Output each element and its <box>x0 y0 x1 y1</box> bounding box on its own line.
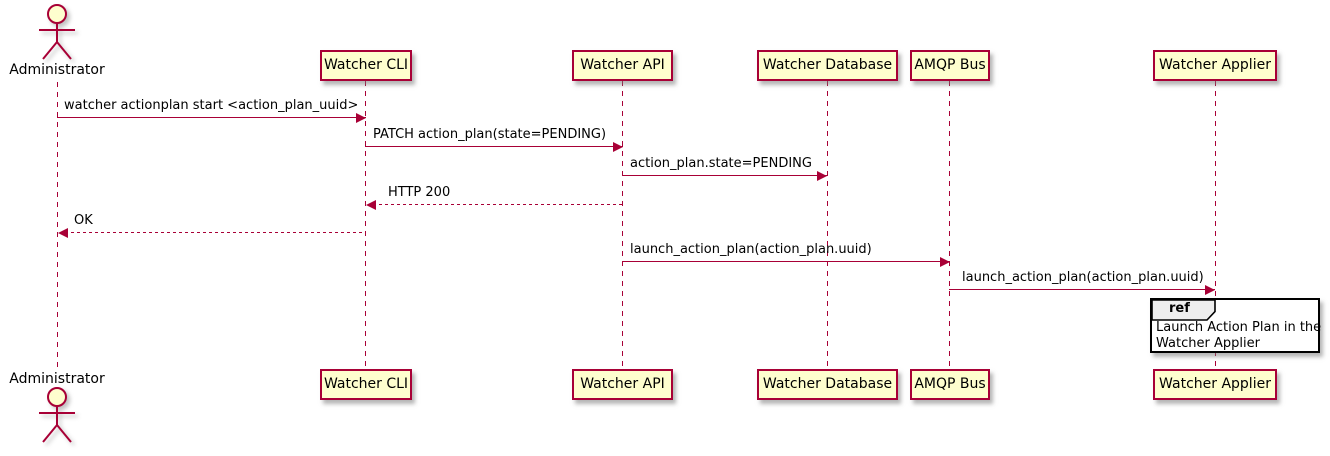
message-7-line <box>949 289 1215 290</box>
lifeline-watcher-applier <box>1215 81 1216 370</box>
message-3-label: action_plan.state=PENDING <box>630 156 812 171</box>
participant-box-watcher-api-bottom: Watcher API <box>572 369 673 400</box>
participant-box-watcher-cli-bottom: Watcher CLI <box>320 369 412 400</box>
ref-text-line-2: Watcher Applier <box>1156 336 1260 351</box>
message-4-line <box>373 204 623 205</box>
message-1-label: watcher actionplan start <action_plan_uu… <box>64 98 359 113</box>
actor-label-bottom: Administrator <box>9 371 105 387</box>
message-1-arrowhead-icon <box>356 113 366 123</box>
message-4-arrowhead-icon <box>366 200 376 210</box>
ref-fragment: ref Launch Action Plan in the Watcher Ap… <box>1150 298 1321 353</box>
participant-box-watcher-cli-top: Watcher CLI <box>320 50 412 81</box>
participant-box-amqp-bus-bottom: AMQP Bus <box>910 369 990 400</box>
message-6-label: launch_action_plan(action_plan.uuid) <box>630 242 872 257</box>
lifeline-administrator <box>57 82 58 370</box>
message-3-line <box>622 175 827 176</box>
message-5-line <box>65 232 366 233</box>
participant-box-watcher-database-top: Watcher Database <box>757 50 898 81</box>
message-2-arrowhead-icon <box>613 142 623 152</box>
message-7-arrowhead-icon <box>1205 285 1215 295</box>
message-5-label: OK <box>74 213 93 228</box>
message-3-arrowhead-icon <box>817 171 827 181</box>
actor-icon <box>39 4 75 60</box>
participant-box-watcher-api-top: Watcher API <box>572 50 673 81</box>
participant-box-amqp-bus-top: AMQP Bus <box>910 50 990 81</box>
lifeline-watcher-database <box>827 81 828 370</box>
message-4-label: HTTP 200 <box>388 185 451 200</box>
ref-text-line-1: Launch Action Plan in the <box>1156 320 1322 335</box>
participant-box-watcher-applier-top: Watcher Applier <box>1153 50 1277 81</box>
lifeline-watcher-cli <box>365 81 366 370</box>
ref-text: Launch Action Plan in the Watcher Applie… <box>1156 320 1321 352</box>
message-2-line <box>365 146 623 147</box>
message-7-label: launch_action_plan(action_plan.uuid) <box>962 270 1204 285</box>
message-6-line <box>622 261 950 262</box>
message-1-line <box>57 117 366 118</box>
ref-header-pentagon-icon <box>1152 300 1216 321</box>
actor-icon <box>39 387 75 443</box>
message-6-arrowhead-icon <box>940 257 950 267</box>
lifeline-amqp-bus <box>949 81 950 370</box>
participant-box-watcher-applier-bottom: Watcher Applier <box>1153 369 1277 400</box>
ref-keyword: ref <box>1169 301 1190 316</box>
participant-box-watcher-database-bottom: Watcher Database <box>757 369 898 400</box>
lifeline-watcher-api <box>622 81 623 370</box>
actor-label-top: Administrator <box>9 62 105 78</box>
message-5-arrowhead-icon <box>58 228 68 238</box>
message-2-label: PATCH action_plan(state=PENDING) <box>373 127 607 142</box>
